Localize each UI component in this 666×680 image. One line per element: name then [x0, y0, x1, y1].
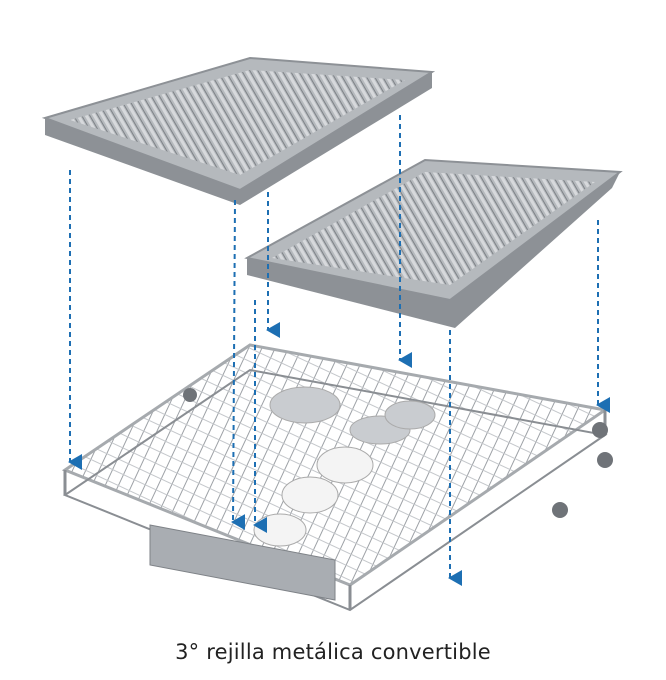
- rack-wheels: [183, 388, 613, 518]
- cutlery-tray-left: [41, 56, 436, 205]
- dishwasher-rack-illustration: [41, 56, 623, 612]
- basket-handle: [149, 524, 336, 601]
- cutlery-tray-right: [244, 158, 623, 328]
- image-caption: 3° rejilla metálica convertible: [175, 640, 491, 664]
- utensils: [253, 386, 436, 547]
- wire-basket: [61, 343, 613, 612]
- placement-arrows: [68, 115, 610, 586]
